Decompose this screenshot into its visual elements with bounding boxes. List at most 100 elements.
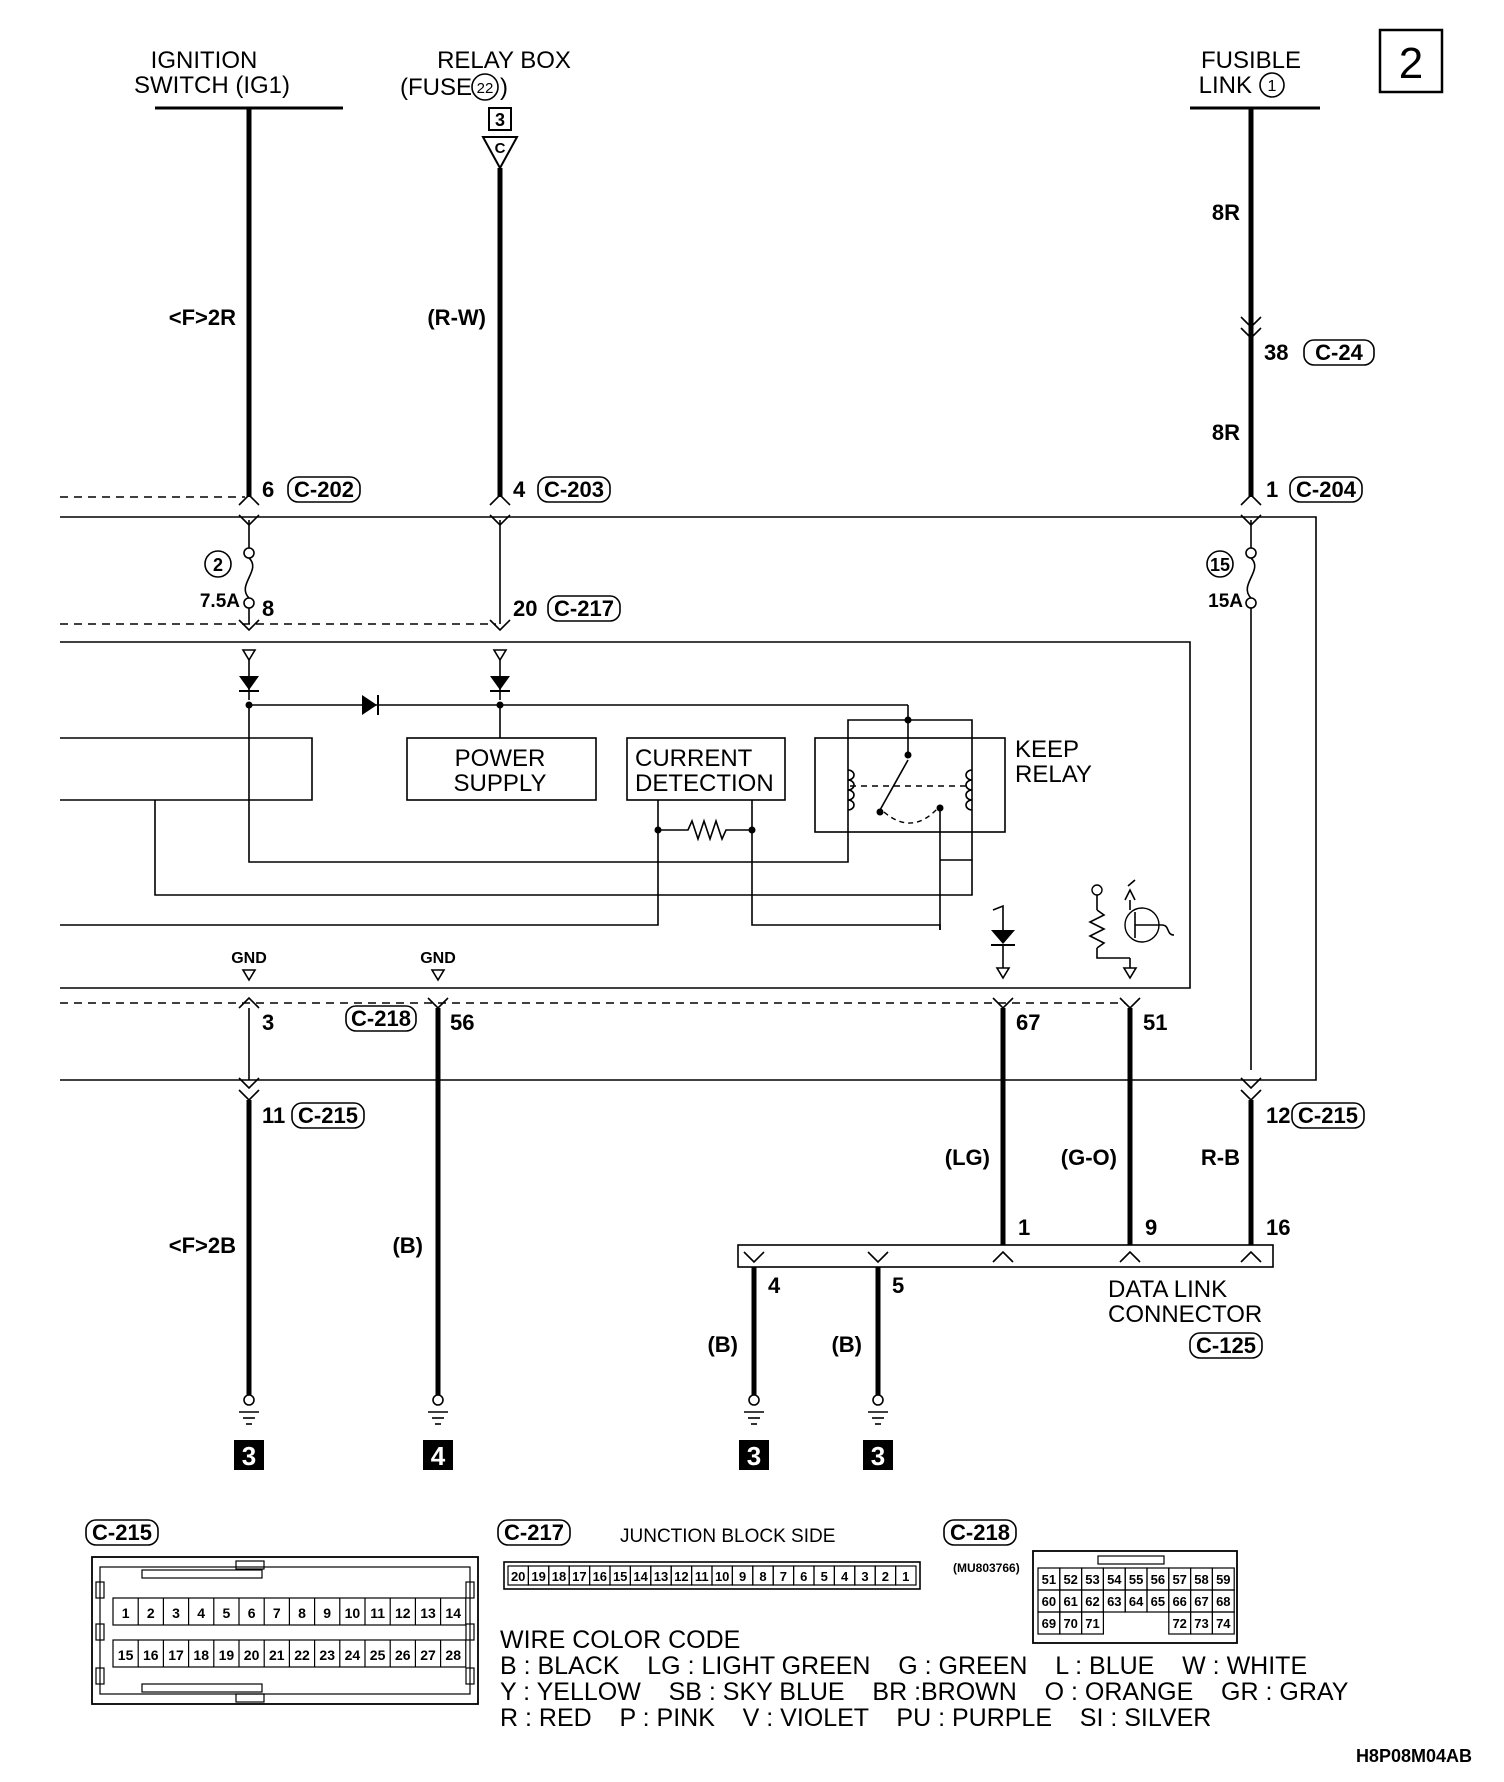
fuse-2-number: 2: [213, 555, 223, 575]
c217-pin: 5: [821, 1569, 828, 1584]
c125-name: C-125: [1196, 1333, 1256, 1358]
c217-pin: 20: [513, 596, 537, 621]
ground-symbol: 3: [739, 1394, 769, 1471]
c218-pin: 60: [1042, 1594, 1056, 1609]
c218-pin: 67: [1194, 1594, 1208, 1609]
ground-number: 3: [747, 1441, 761, 1471]
ground-symbol: 4: [423, 1394, 453, 1471]
current-detection-label-1: CURRENT: [635, 745, 753, 772]
c215-pin: 9: [323, 1605, 331, 1621]
c204-name: C-204: [1296, 477, 1357, 502]
c215-pin: 2: [147, 1605, 155, 1621]
dlc-pin-5: 5: [892, 1273, 904, 1298]
c215-pin: 3: [172, 1605, 180, 1621]
wire-label-ig-lower: <F>2B: [169, 1233, 236, 1258]
c24-name: C-24: [1315, 340, 1363, 365]
dlc-label-1: DATA LINK: [1108, 1276, 1227, 1303]
c217-pin: 6: [800, 1569, 807, 1584]
fusible-link-number-circle: [1259, 72, 1285, 98]
c218-pin: 73: [1194, 1616, 1208, 1631]
c215-pin: 5: [223, 1605, 231, 1621]
c215-pin: 7: [273, 1605, 281, 1621]
wire-label-relay-upper: (R-W): [427, 305, 486, 330]
c217-name: C-217: [554, 596, 614, 621]
c202-name: C-202: [294, 477, 354, 502]
c217-pin: 12: [674, 1569, 688, 1584]
data-link-connector: 1 9 16 4 5 DATA LINK CONNECTOR C-125: [737, 1215, 1290, 1359]
c217-pin: 19: [531, 1569, 545, 1584]
connector-c215-right: C-215: [1291, 1102, 1365, 1129]
fusible-link-header: FUSIBLE LINK 1: [1190, 47, 1320, 110]
page-number: 2: [1399, 39, 1423, 88]
c217-pin: 9: [739, 1569, 746, 1584]
c215-left-name: C-215: [298, 1103, 358, 1128]
wire-label-gnd56-lower: (B): [392, 1233, 423, 1258]
connector-c218: C-218: [345, 1005, 417, 1032]
keep-relay-label-1: KEEP: [1015, 736, 1079, 763]
transistor-51: [1088, 879, 1175, 980]
c217-pin: 11: [695, 1569, 709, 1584]
power-supply-block: POWER SUPPLY: [406, 737, 597, 801]
c204-pin: 1: [1266, 477, 1278, 502]
c202-pin: 6: [262, 477, 274, 502]
c218-pin: 65: [1151, 1594, 1165, 1609]
c217-pin: 1: [902, 1569, 909, 1584]
c218-pin: 70: [1063, 1616, 1077, 1631]
wire-color-code-line-3: R : RED P : PINK V : VIOLET PU : PURPLE …: [500, 1704, 1211, 1732]
fuse-15: 15 15A: [1206, 520, 1257, 1070]
fuse-2-rating: 7.5A: [200, 591, 240, 612]
c218-pin: 61: [1063, 1594, 1077, 1609]
c217-pin: 10: [715, 1569, 729, 1584]
ground-number: 3: [871, 1441, 885, 1471]
pin-56: 56: [450, 1010, 474, 1035]
connector-c202: 6 C-202: [238, 476, 361, 527]
c218-pin: 62: [1085, 1594, 1099, 1609]
c215-pin: 10: [345, 1605, 361, 1621]
relay-box-fuse-number: 22: [477, 80, 494, 97]
c217-pin: 4: [841, 1569, 849, 1584]
c215-pin: 1: [122, 1605, 130, 1621]
c218-pin: 64: [1129, 1594, 1144, 1609]
c218-pin: 54: [1107, 1572, 1122, 1587]
c203-pin: 4: [513, 477, 526, 502]
page-number-box: 2: [1378, 28, 1444, 94]
c217-pin: 13: [654, 1569, 668, 1584]
c215-pin: 14: [445, 1605, 461, 1621]
relay-box-connector-letter: C: [495, 140, 506, 157]
pin-51: 51: [1143, 1010, 1167, 1035]
c218-pin: 68: [1216, 1594, 1230, 1609]
c217-view-title: JUNCTION BLOCK SIDE: [620, 1526, 835, 1547]
wire-color-code-title: WIRE COLOR CODE: [500, 1626, 740, 1654]
current-detection-label-2: DETECTION: [635, 770, 774, 797]
c218-pin: 56: [1151, 1572, 1165, 1587]
wire-label-dlc5: (B): [831, 1332, 862, 1357]
c215-pin: 13: [420, 1605, 436, 1621]
c215-pin: 12: [395, 1605, 411, 1621]
c215-right-pin: 12: [1266, 1103, 1290, 1128]
control-unit-outline: [60, 641, 1191, 989]
gnd-label-right: GND: [420, 950, 456, 967]
fusible-link-number: 1: [1268, 78, 1277, 95]
c215-pin: 18: [193, 1647, 209, 1663]
dlc-pin-1: 1: [1018, 1215, 1030, 1240]
c217-pin: 18: [552, 1569, 566, 1584]
wire-label-ig-upper: <F>2R: [169, 305, 236, 330]
c218-view-name: C-218: [950, 1520, 1010, 1545]
c217-pin: 20: [511, 1569, 525, 1584]
c215-pin: 20: [244, 1647, 260, 1663]
fusible-link-label-1: FUSIBLE: [1201, 47, 1301, 74]
ground-number: 4: [431, 1441, 446, 1471]
c218-pin: 52: [1063, 1572, 1077, 1587]
c203-name: C-203: [544, 477, 604, 502]
ignition-switch-header: IGNITION SWITCH (IG1): [134, 47, 343, 110]
relay-box-header: RELAY BOX (FUSE 22 ) 3 C: [400, 47, 571, 171]
c215-pin: 8: [298, 1605, 306, 1621]
power-supply-label-2: SUPPLY: [454, 770, 547, 797]
ground-symbol: 3: [863, 1394, 893, 1471]
relay-box-label-close: ): [500, 74, 508, 101]
relay-box-label-1: RELAY BOX: [437, 47, 571, 74]
c215-pin: 21: [269, 1647, 285, 1663]
fusible-link-label-2: LINK: [1199, 72, 1252, 99]
